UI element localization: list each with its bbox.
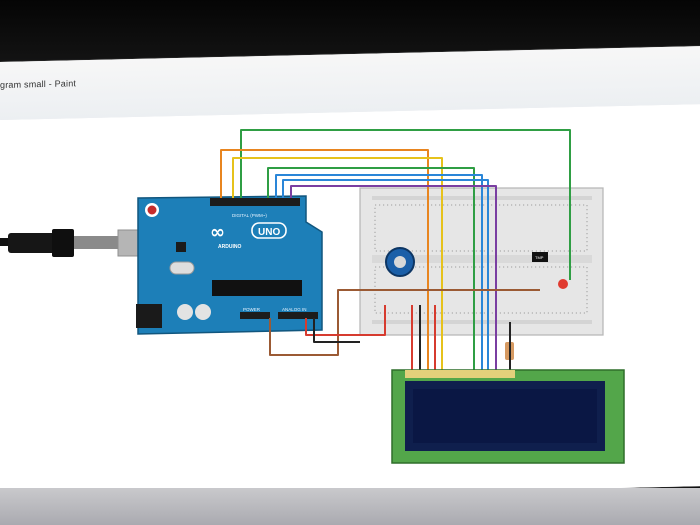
power-label: POWER	[243, 307, 261, 312]
led	[558, 279, 568, 289]
chip	[212, 280, 302, 296]
power-jack	[136, 304, 162, 328]
arduino-board: DIGITAL (PWM~) ∞ UNO ARDUINO POWER ANALO…	[136, 195, 323, 335]
monitor-bezel-bottom	[0, 488, 700, 525]
temperature-sensor	[532, 252, 548, 262]
reset-button	[147, 205, 157, 215]
uno-label: UNO	[258, 227, 280, 238]
digital-header	[210, 198, 300, 206]
sensor-label: TMP	[535, 255, 544, 260]
brand-label: ARDUINO	[218, 244, 241, 250]
lcd-module	[391, 369, 625, 464]
digital-label: DIGITAL (PWM~)	[232, 213, 267, 218]
wires	[220, 129, 571, 375]
arduino-logo: ∞	[210, 222, 225, 243]
analog-label: ANALOG IN	[282, 307, 307, 312]
usb-cable	[0, 229, 143, 257]
